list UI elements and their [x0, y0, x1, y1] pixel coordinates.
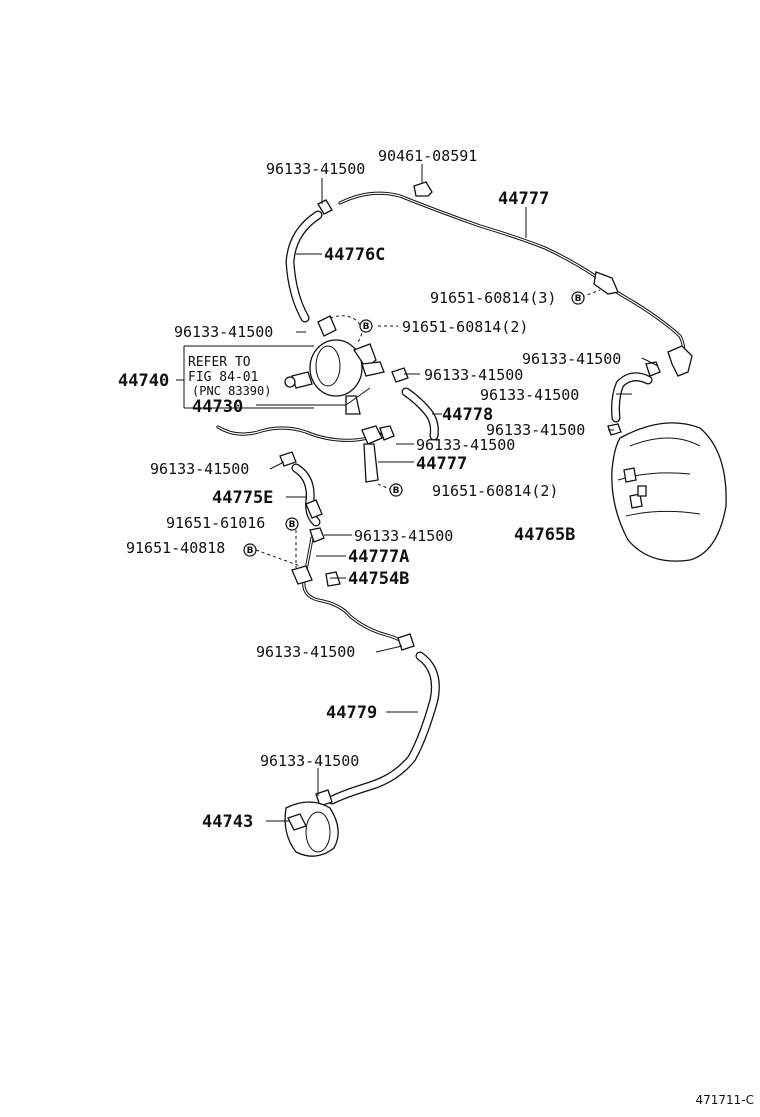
vsv-assembly-44740 — [284, 315, 385, 415]
part-label: 44777 — [416, 454, 467, 474]
part-label: 44779 — [326, 703, 377, 723]
marker-b-icon: B — [571, 291, 585, 305]
part-label: 44765B — [514, 525, 575, 545]
part-label: 96133-41500 — [174, 323, 273, 341]
svg-text:B: B — [289, 520, 296, 530]
connector-44730 — [361, 425, 395, 483]
bracket-icon — [305, 499, 323, 519]
svg-text:B: B — [363, 322, 370, 332]
part-label: 96133-41500 — [266, 160, 365, 178]
clamp-icon — [279, 451, 297, 467]
part-label: 44776C — [324, 245, 385, 265]
refer-text: FIG 84-01 — [188, 370, 258, 385]
part-label: 90461-08591 — [378, 147, 477, 165]
figure-id: 471711-C — [695, 1093, 754, 1107]
part-label: 96133-41500 — [424, 366, 523, 384]
part-label: 96133-41500 — [354, 527, 453, 545]
svg-text:B: B — [247, 546, 254, 556]
part-label: 44775E — [212, 488, 273, 508]
part-label: 91651-60814(2) — [402, 318, 528, 336]
marker-b-icon: B — [285, 517, 299, 531]
hose-44778 — [401, 387, 439, 441]
marker-b-icon: B — [389, 483, 403, 497]
clamp-icon — [391, 367, 409, 383]
refer-text: (PNC 83390) — [192, 384, 271, 398]
part-label: 96133-41500 — [480, 386, 579, 404]
pipe-44777-mid — [216, 425, 382, 442]
part-label: 44754B — [348, 569, 409, 589]
part-label: 96133-41500 — [256, 643, 355, 661]
bracket-icon — [291, 565, 341, 587]
marker-b-icon: B — [359, 319, 373, 333]
refer-text: REFER TO — [188, 355, 251, 370]
clamp-icon — [309, 527, 325, 543]
clip-icon — [413, 181, 433, 197]
part-label: 91651-60814(2) — [432, 482, 558, 500]
clamp-icon — [315, 789, 333, 807]
part-label: 44743 — [202, 812, 253, 832]
part-label: 91651-40818 — [126, 539, 225, 557]
hose-44776c — [285, 210, 323, 323]
svg-text:B: B — [393, 486, 400, 496]
vacuum-tank-44743 — [284, 801, 339, 857]
clamp-icon — [645, 345, 693, 377]
part-label: 44778 — [442, 405, 493, 425]
part-label: 96133-41500 — [522, 350, 621, 368]
leader-lines — [176, 164, 659, 822]
part-label: 96133-41500 — [416, 436, 515, 454]
part-label: 96133-41500 — [150, 460, 249, 478]
part-label: 91651-60814(3) — [430, 289, 556, 307]
bracket-icon — [593, 271, 619, 295]
part-label: 44740 — [118, 371, 169, 391]
part-label: 44777 — [498, 189, 549, 209]
hose-44779 — [327, 651, 440, 805]
clamp-icon — [607, 423, 622, 436]
pipe-44777-upper — [338, 191, 686, 360]
part-label: 91651-61016 — [166, 514, 265, 532]
hose-right-short — [611, 372, 653, 423]
marker-b-icon: B — [243, 543, 257, 557]
part-label: 44730 — [192, 397, 243, 417]
clamp-icon — [397, 633, 415, 651]
part-label: 96133-41500 — [486, 421, 585, 439]
svg-text:B: B — [575, 294, 582, 304]
brake-booster-44765b — [611, 422, 727, 562]
part-label: 44777A — [348, 547, 409, 567]
part-label: 96133-41500 — [260, 752, 359, 770]
